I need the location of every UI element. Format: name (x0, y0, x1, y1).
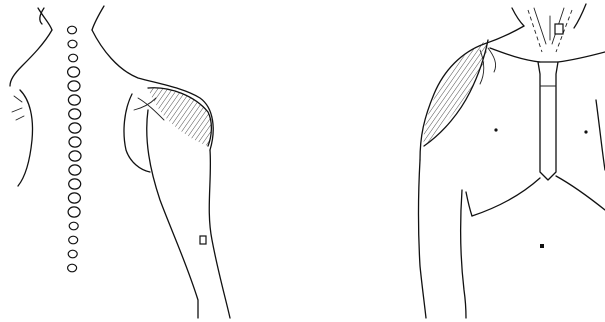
umbilicus-marker (540, 244, 544, 248)
left-nipple (494, 128, 497, 131)
vertebra (69, 137, 81, 147)
vertebra (69, 222, 78, 230)
anterior-arm-outline (419, 160, 427, 318)
left-arm-stub-outline (18, 90, 33, 186)
right-arm-posterior-outline (147, 110, 198, 318)
vertebra (68, 95, 80, 105)
trunk-side-outline (466, 192, 472, 216)
deltoid-line-2 (134, 98, 156, 110)
vertebra (68, 207, 80, 217)
vertebra (69, 109, 81, 119)
vertebra (69, 165, 81, 175)
left-clavicle (490, 48, 540, 62)
vertebra (69, 236, 78, 244)
posterior-view (10, 6, 230, 318)
lower-chest-outline (472, 178, 540, 216)
neck-right-outline (92, 6, 104, 30)
right-chest-side (596, 100, 605, 170)
elbow-marker (200, 236, 206, 244)
vertebra (68, 67, 80, 77)
posterior-shaded-region (140, 80, 220, 160)
vertebra (68, 264, 77, 272)
vertebra (69, 179, 81, 189)
anterior-shaded-region (420, 38, 492, 150)
anterior-view (419, 4, 605, 318)
right-clavicle (558, 52, 605, 62)
right-arm-lateral-outline (209, 150, 230, 318)
spine (68, 26, 82, 272)
vertebra (68, 40, 77, 48)
vertebra (69, 54, 78, 62)
vertebra (68, 250, 77, 258)
neck-right-line (574, 4, 586, 28)
left-scapula-mark (12, 96, 24, 120)
vertebra (69, 151, 81, 161)
right-nipple (584, 130, 587, 133)
anterior-left-shoulder-outline (420, 26, 524, 160)
right-lower-chest-outline (556, 176, 605, 210)
sternum-outline (538, 62, 558, 180)
vertebra (68, 193, 80, 203)
sternocleidomastoid-left (528, 10, 542, 52)
left-shoulder-outline (10, 30, 52, 86)
neck-left-line (512, 8, 524, 26)
vertebra (68, 81, 80, 91)
anterior-arm-inner-outline (461, 190, 466, 318)
vertebra (69, 123, 81, 133)
vertebra (68, 26, 77, 34)
hyoid-marker (555, 24, 563, 34)
